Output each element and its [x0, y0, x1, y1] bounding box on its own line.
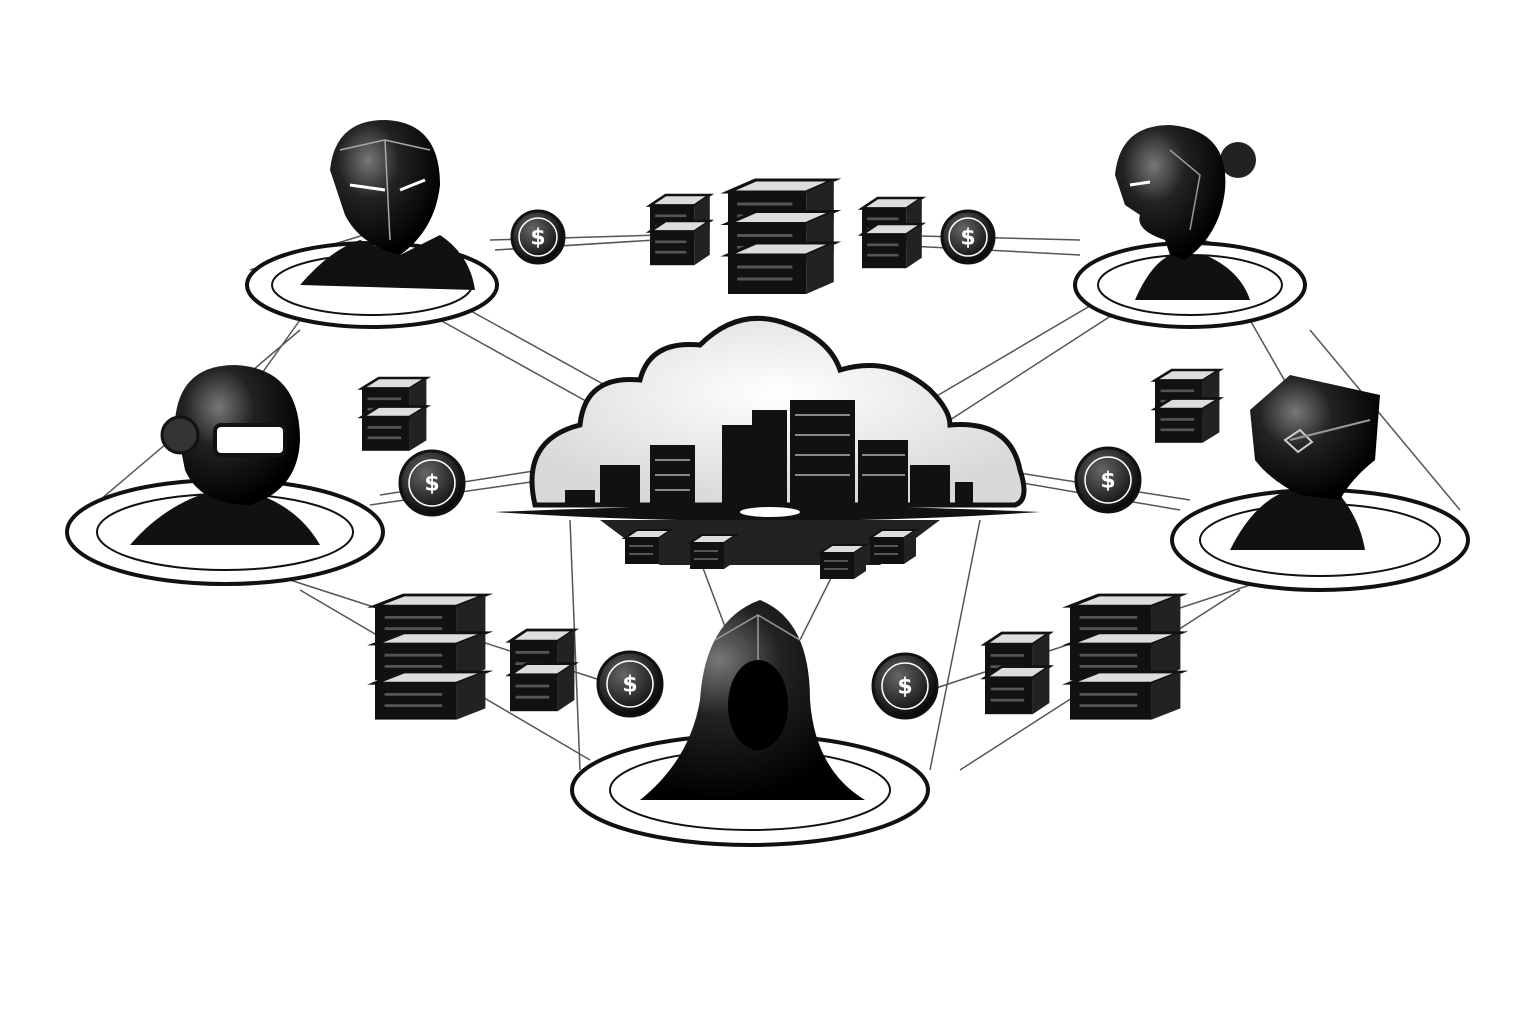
dollar-coin-icon: $ [940, 209, 996, 265]
dollar-coin-icon: $ [398, 449, 466, 517]
visor-avatar-icon [1230, 375, 1380, 550]
coin-symbol: $ [622, 673, 637, 698]
coins: $ $ $ $ $ $ [398, 209, 1142, 720]
robot-avatar-icon [300, 120, 475, 290]
coin-symbol: $ [530, 226, 545, 251]
dollar-coin-icon: $ [510, 209, 566, 265]
female-robot-avatar-icon [1115, 125, 1256, 300]
dollar-coin-icon: $ [1074, 446, 1142, 514]
coin-symbol: $ [960, 226, 975, 251]
cloud-data-center-icon [495, 315, 1040, 580]
coin-symbol: $ [424, 472, 439, 497]
dollar-coin-icon: $ [871, 652, 939, 720]
helmet-avatar-icon [130, 365, 320, 545]
coin-symbol: $ [897, 675, 912, 700]
coin-symbol: $ [1100, 469, 1115, 494]
dollar-coin-icon: $ [596, 650, 664, 718]
hooded-avatar-icon [640, 600, 865, 800]
